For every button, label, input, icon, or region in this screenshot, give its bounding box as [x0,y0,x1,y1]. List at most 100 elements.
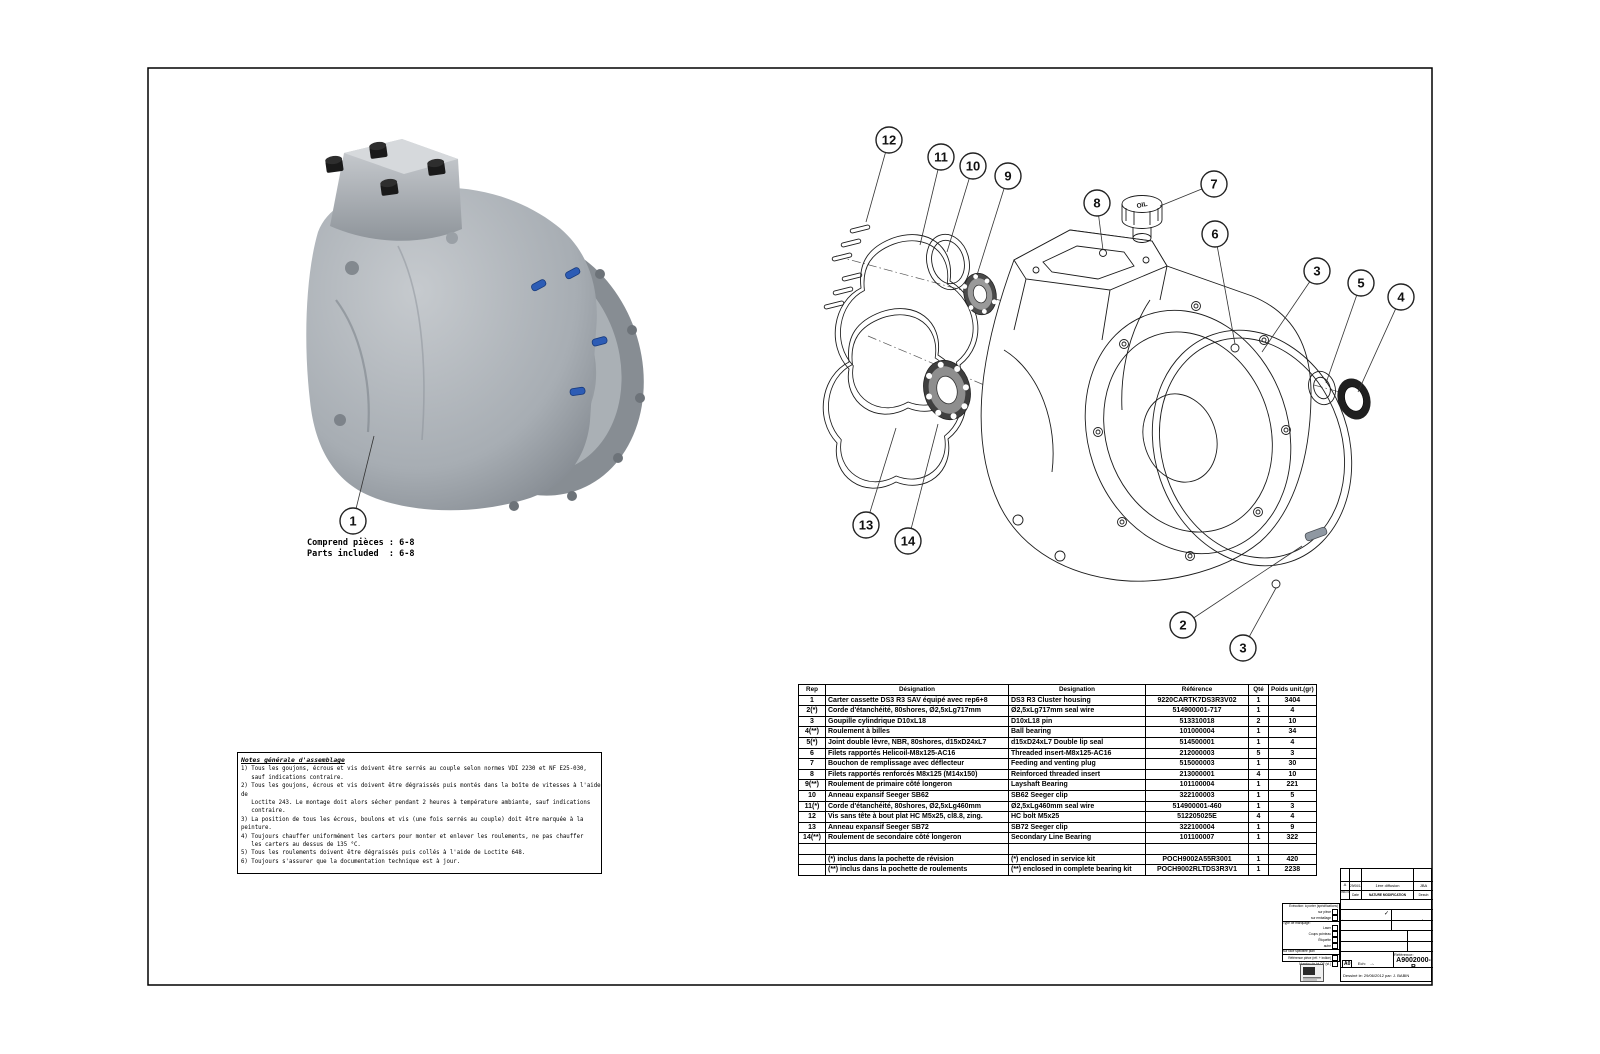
bom-cell: (*) enclosed in service kit [1008,853,1146,866]
bom-cell: 322 [1268,832,1317,844]
bom-cell: 2238 [1268,864,1317,876]
project-cell: N° Projet: 9002 / 00 [1391,909,1433,920]
bom-cell: Roulement de secondaire côté longeron [825,832,1009,844]
annex-item: autre [1283,943,1339,950]
table-row: 14(**)Roulement de secondaire côté longe… [798,832,1317,844]
callout-bubble [1229,634,1257,662]
oil-cap-label: OIL [1136,201,1148,210]
bom-cell: Roulement de primaire côté longeron [825,779,1009,791]
table-row: 9(**)Roulement de primaire côté longeron… [798,779,1317,791]
reference-cell: Référence: A9002000-B [1393,951,1433,967]
matiere-value: - [1372,940,1373,941]
annex-item: Étiquette [1283,937,1339,944]
blue-plugs [531,267,608,396]
bom-cell: 4 [1268,705,1317,717]
callout-bubble [1200,170,1228,198]
bom-column-header: Rep [798,684,826,696]
rev-by: JBA [1413,881,1433,890]
bom-cell: 34 [1268,726,1317,738]
bom-cell: 2(*) [798,705,826,717]
callout-bubble [959,152,987,180]
callout-number: 10 [966,159,980,174]
bom-cell: 213000001 [1145,768,1249,781]
callout-number: 12 [882,133,896,148]
pl-cell: Pl.: 1 / 1 [1407,930,1433,941]
rev-hdr-by: Dessin [1413,890,1433,899]
bom-cell: Goupille cylindrique D10xL18 [825,715,1009,728]
bom-cell: Ø2,5xLg717mm seal wire [1008,705,1146,717]
company-logo [1300,964,1324,982]
callout-number: 6 [1211,227,1218,242]
bom-cell: Anneau expansif Seeger SB72 [825,821,1009,834]
bom-cell: 13 [798,821,826,834]
bom-cell: 1 [1248,705,1269,717]
bom-cell: POCH9002A55R3001 [1145,853,1249,866]
bom-cell: 4 [1268,736,1317,749]
marking-annex-block: Exécution: à porter (spécifications) sur… [1282,903,1340,967]
parts-included-caption: Comprend pièces : 6-8 Parts included : 6… [307,538,414,560]
bom-cell: 1 [1248,736,1269,749]
bom-cell: 1 [1248,779,1269,791]
bom-cell: 5 [1248,747,1269,760]
bom-cell: 3 [1268,800,1317,813]
annex-item: Coups pointeau [1283,931,1339,938]
matiere-label: Matière: [1341,940,1355,941]
bom-cell: 2 [1248,715,1269,728]
pl-value: 1 / 1 [1418,940,1426,941]
rev-date: 29/06/12 [1349,881,1361,890]
callout-leader-line [1261,270,1318,353]
bom-cell [1145,842,1249,855]
bom-cell: 101000004 [1145,726,1249,738]
bom-cell: d15xD24xL7 Double lip seal [1008,736,1146,749]
callout-number: 7 [1210,177,1217,192]
exploded-view: OIL [822,195,1371,589]
bom-cell: 322100003 [1145,789,1249,802]
bom-cell: 515000003 [1145,758,1249,770]
bom-cell: Corde d'étanchéité, 80shores, Ø2,5xLg717… [825,705,1009,717]
bom-cell: 1 [1248,726,1269,738]
bom-cell: 1 [1248,864,1269,876]
bom-cell: Ball bearing [1008,726,1146,738]
bom-cell [1248,842,1269,855]
bom-cell: 1 [1248,694,1269,707]
callout-leader-line [1214,233,1236,345]
bom-cell: 514500001 [1145,736,1249,749]
bom-column-header: Qté [1248,684,1269,696]
callout-number: 3 [1239,641,1246,656]
bom-cell [798,864,826,876]
format-label: A0 [1342,960,1353,967]
bom-cell: 5 [1268,789,1317,802]
tolerance-cell: Tolérances non spécifiées : [1341,920,1391,930]
callout-bubble [1387,283,1415,311]
callout-leader-line [919,156,942,246]
ech-value: -:- [1370,961,1375,966]
callout-bubble [339,507,367,535]
bom-cell: 1 [1248,789,1269,802]
bom-cell: Roulement à billes [825,726,1009,738]
bom-cell: Secondary Line Bearing [1008,832,1146,844]
callout-number: 11 [934,150,948,165]
bom-cell: 10 [1268,715,1317,728]
callout-leader-line [352,435,375,522]
oil-cap: OIL [1121,195,1163,243]
bom-cell: 10 [798,789,826,802]
bom-cell: 3 [798,715,826,728]
ech-label: Ech: [1357,961,1366,966]
drawing-frame [147,67,1433,986]
bom-cell: 512205025E [1145,811,1249,823]
callout-number: 5 [1357,276,1364,291]
table-row: 2(*)Corde d'étanchéité, 80shores, Ø2,5xL… [798,705,1317,717]
bom-cell: 514900001-717 [1145,705,1249,717]
cluster-housing-outline [980,229,1312,582]
bom-cell: 1 [1248,832,1269,844]
bom-cell: 4 [1248,811,1269,823]
